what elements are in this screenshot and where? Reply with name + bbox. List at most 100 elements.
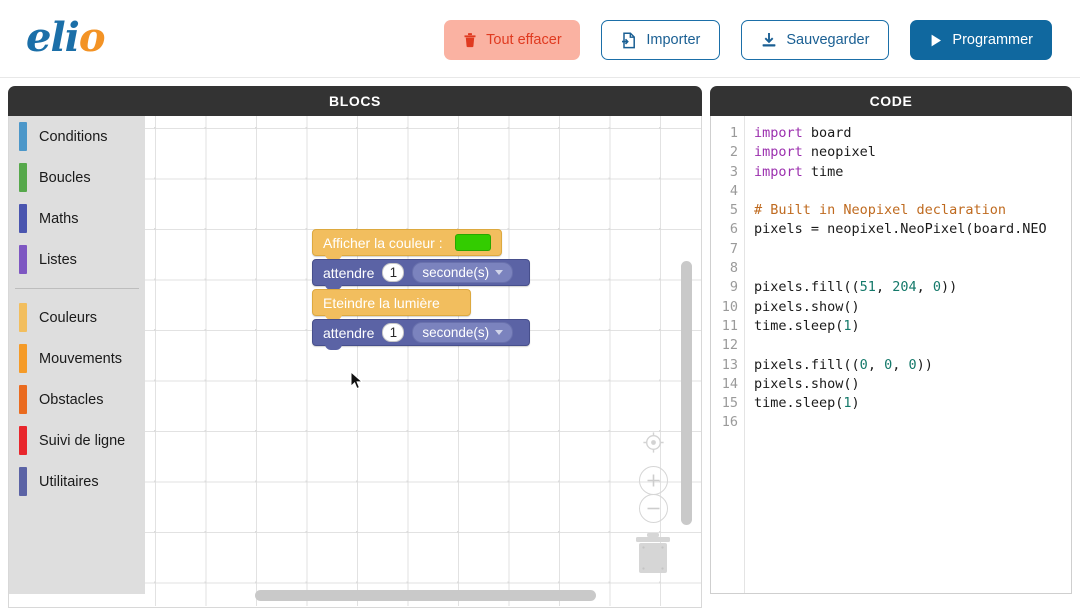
code-line-number: 6 — [729, 221, 738, 238]
category-color-bar — [19, 385, 27, 414]
file-import-icon — [621, 31, 637, 49]
category-color-bar — [19, 426, 27, 455]
wait-unit-dropdown[interactable]: seconde(s) — [412, 322, 514, 343]
code-line-number: 15 — [721, 395, 738, 412]
toolbox-item-mouvements[interactable]: Mouvements — [9, 338, 145, 379]
code-token: , — [892, 356, 909, 373]
code-line-number: 12 — [721, 337, 738, 354]
code-line-number: 11 — [721, 317, 738, 334]
program-button[interactable]: Programmer — [910, 20, 1052, 60]
code-token: ) — [851, 395, 860, 412]
code-token: pixels.show() — [754, 375, 860, 392]
wait-value-field[interactable]: 1 — [382, 263, 405, 282]
code-token: )) — [916, 356, 933, 373]
trash-icon — [463, 32, 477, 48]
save-button[interactable]: Sauvegarder — [741, 20, 890, 60]
code-line: pixels.show() — [754, 298, 1071, 317]
code-line-number: 5 — [729, 202, 738, 219]
workspace-horizontal-scrollbar[interactable] — [255, 590, 596, 601]
code-token: , — [867, 356, 885, 373]
code-line: time.sleep(1) — [754, 394, 1071, 413]
toolbox-item-suivi-de-ligne[interactable]: Suivi de ligne — [9, 420, 145, 461]
block-stack[interactable]: Afficher la couleur : attendre 1 seconde… — [312, 229, 530, 350]
zoom-in-icon[interactable] — [639, 466, 668, 495]
code-token: 0 — [932, 279, 941, 296]
zoom-out-icon[interactable] — [639, 494, 668, 523]
code-token: 1 — [843, 317, 852, 334]
code-token: pixels.fill(( — [754, 279, 860, 296]
code-line-number: 8 — [729, 260, 738, 277]
toolbox-item-obstacles[interactable]: Obstacles — [9, 379, 145, 420]
trash-can-icon[interactable] — [634, 530, 672, 576]
toolbox-item-couleurs[interactable]: Couleurs — [9, 297, 145, 338]
code-token: , — [916, 279, 933, 296]
toolbox-item-label: Maths — [39, 210, 79, 227]
toolbox-item-utilitaires[interactable]: Utilitaires — [9, 461, 145, 502]
code-panel-title: CODE — [869, 93, 913, 109]
code-token: time — [802, 163, 844, 180]
code-line-number: 2 — [729, 144, 738, 161]
toolbox-item-label: Listes — [39, 251, 77, 268]
app-logo[interactable]: elio — [26, 14, 116, 62]
block-attendre-1[interactable]: attendre 1 seconde(s) — [312, 259, 530, 290]
toolbar-actions: Tout effacer Importer Sauvegarder — [444, 20, 1052, 60]
toolbox-item-boucles[interactable]: Boucles — [9, 157, 145, 198]
block-afficher-la-couleur[interactable]: Afficher la couleur : — [312, 229, 502, 260]
top-toolbar: elio Tout effacer Importer — [0, 0, 1080, 78]
category-color-bar — [19, 163, 27, 192]
code-line-number: 10 — [721, 298, 738, 315]
code-token: )) — [941, 279, 958, 296]
code-line-number: 1 — [729, 125, 738, 141]
block-label: Afficher la couleur : — [323, 234, 443, 251]
toolbox-item-listes[interactable]: Listes — [9, 239, 145, 280]
chevron-down-icon — [495, 270, 504, 275]
code-token: import — [754, 144, 803, 161]
code-line — [754, 240, 1071, 259]
clear-all-button[interactable]: Tout effacer — [444, 20, 581, 60]
color-swatch-field[interactable] — [454, 234, 491, 251]
code-line — [754, 259, 1071, 278]
toolbox-item-label: Obstacles — [39, 391, 104, 408]
clear-all-label: Tout effacer — [486, 32, 562, 48]
block-label: attendre — [323, 264, 375, 281]
code-line: pixels = neopixel.NeoPixel(board.NEO — [754, 220, 1071, 239]
code-line-number: 4 — [729, 182, 738, 199]
toolbox-item-conditions[interactable]: Conditions — [9, 116, 145, 157]
category-color-bar — [19, 245, 27, 274]
import-button[interactable]: Importer — [601, 20, 721, 60]
code-token: board — [802, 125, 852, 141]
wait-unit-dropdown[interactable]: seconde(s) — [412, 262, 514, 283]
toolbox-item-label: Boucles — [39, 169, 91, 186]
blocks-workspace-canvas[interactable]: Afficher la couleur : attendre 1 seconde… — [145, 116, 701, 606]
workspace-vertical-scrollbar[interactable] — [681, 261, 692, 525]
code-line: import time — [754, 163, 1071, 182]
code-token: time.sleep( — [754, 317, 844, 334]
chevron-down-icon — [495, 330, 504, 335]
code-token: 0 — [859, 356, 868, 373]
block-eteindre-la-lumiere[interactable]: Eteindre la lumière — [312, 289, 471, 320]
code-line: # Built in Neopixel declaration — [754, 201, 1071, 220]
toolbox-item-maths[interactable]: Maths — [9, 198, 145, 239]
code-panel-header: CODE — [710, 86, 1072, 116]
blocks-panel: BLOCS Conditions Boucles Maths Listes — [8, 86, 702, 608]
import-label: Importer — [646, 32, 701, 48]
wait-value-field[interactable]: 1 — [382, 323, 405, 342]
code-line-number: 14 — [721, 375, 738, 392]
code-token: import — [754, 163, 803, 180]
category-color-bar — [19, 467, 27, 496]
code-token: pixels.fill(( — [754, 356, 860, 373]
mouse-cursor — [350, 370, 364, 391]
logo-text-primary: eli — [26, 14, 80, 61]
code-line: time.sleep(1) — [754, 317, 1071, 336]
blocks-panel-header: BLOCS — [8, 86, 702, 116]
block-attendre-2[interactable]: attendre 1 seconde(s) — [312, 319, 530, 350]
crosshair-target-icon[interactable] — [641, 430, 666, 455]
code-line-number: 3 — [729, 163, 738, 180]
code-line: import board — [754, 124, 1071, 143]
toolbox-item-label: Mouvements — [39, 350, 123, 367]
program-label: Programmer — [952, 32, 1033, 48]
